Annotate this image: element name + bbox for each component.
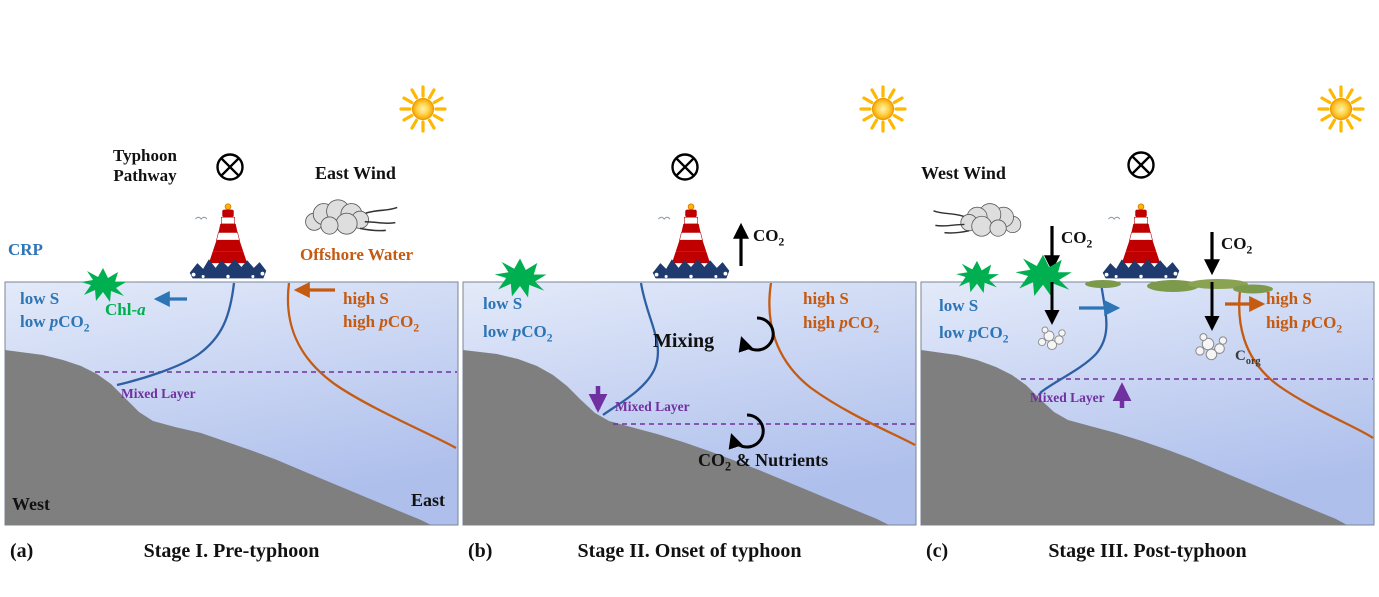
crp-label: CRP <box>8 240 43 259</box>
typhoon-direction-icon <box>1127 151 1155 179</box>
panel-a: Typhoon Pathway East Wind CRP Offshore W… <box>4 0 463 597</box>
sun-icon <box>399 85 447 133</box>
mixing-label: Mixing <box>653 330 715 352</box>
caption-tag: (c) <box>926 540 949 562</box>
offshore-front-line <box>1238 282 1374 439</box>
high-salinity-label: high S <box>1266 289 1312 308</box>
wind-cloud-icon <box>932 202 1022 238</box>
co2-label-west: CO2 <box>1061 228 1093 251</box>
east-label: East <box>411 490 446 510</box>
offshore-front-line <box>768 282 916 447</box>
water-panel <box>4 268 459 526</box>
co2-nutrients-label: CO2 & Nutrients <box>698 450 829 474</box>
mixing-cycle-arrow <box>738 316 775 353</box>
mixed-layer-label: Mixed Layer <box>121 386 196 401</box>
low-salinity-label: low S <box>939 296 979 315</box>
panel-c: West Wind CO2 CO2 <box>920 0 1379 597</box>
low-salinity-label: low S <box>483 294 523 313</box>
offshore-water-label: Offshore Water <box>300 245 414 264</box>
seafloor <box>463 350 889 525</box>
seafloor <box>921 350 1347 525</box>
caption-tag: (a) <box>10 540 34 562</box>
coastal-front-line <box>116 282 236 387</box>
caption-tag: (b) <box>468 540 493 562</box>
caption-title: Stage III. Post-typhoon <box>1048 540 1247 562</box>
caption-title: Stage I. Pre-typhoon <box>143 540 320 562</box>
high-pco2-label: high pCO2 <box>1266 313 1343 336</box>
nutrient-cycle-arrow <box>728 413 765 450</box>
west-wind-label: West Wind <box>921 163 1006 183</box>
co2-label-east: CO2 <box>1221 234 1253 257</box>
organic-carbon-label: Corg <box>1235 348 1261 367</box>
low-salinity-label: low S <box>20 289 60 308</box>
typhoon-direction-icon <box>671 153 699 181</box>
wind-cloud-icon <box>304 199 398 235</box>
typhoon-pathway-label: Typhoon Pathway <box>113 146 177 185</box>
co2-uptake-arrow-west <box>1044 226 1060 272</box>
sun-icon <box>859 85 907 133</box>
caption-title: Stage II. Onset of typhoon <box>577 540 802 562</box>
low-pco2-label: low pCO2 <box>483 322 553 345</box>
mixed-layer-label: Mixed Layer <box>1030 390 1105 405</box>
low-pco2-label: low pCO2 <box>939 323 1009 346</box>
high-salinity-label: high S <box>803 289 849 308</box>
high-pco2-label: high pCO2 <box>803 313 880 336</box>
sun-icon <box>1317 85 1365 133</box>
seafloor <box>5 350 431 525</box>
buoy-icon <box>1102 203 1180 279</box>
high-pco2-label: high pCO2 <box>343 312 420 335</box>
coastal-front-line <box>602 282 660 416</box>
buoy-icon <box>189 203 267 279</box>
buoy-icon <box>652 203 730 279</box>
co2-uptake-arrow-east <box>1204 232 1220 276</box>
high-salinity-label: high S <box>343 289 389 308</box>
co2-label: CO2 <box>753 226 785 249</box>
panel-b: CO2 low S low pCO2 high S high pCO2 Mixi… <box>462 0 921 597</box>
water-panel <box>920 254 1375 526</box>
low-pco2-label: low pCO2 <box>20 312 90 335</box>
water-panel <box>462 258 917 526</box>
co2-outgassing-arrow <box>733 222 749 266</box>
east-wind-label: East Wind <box>315 163 396 183</box>
offshore-front-line <box>286 282 457 450</box>
typhoon-direction-icon <box>216 153 244 181</box>
algae-streaks <box>1085 279 1273 294</box>
west-label: West <box>12 494 50 514</box>
chlorophyll-label: Chl-a <box>105 300 146 319</box>
mixed-layer-label: Mixed Layer <box>615 399 690 414</box>
